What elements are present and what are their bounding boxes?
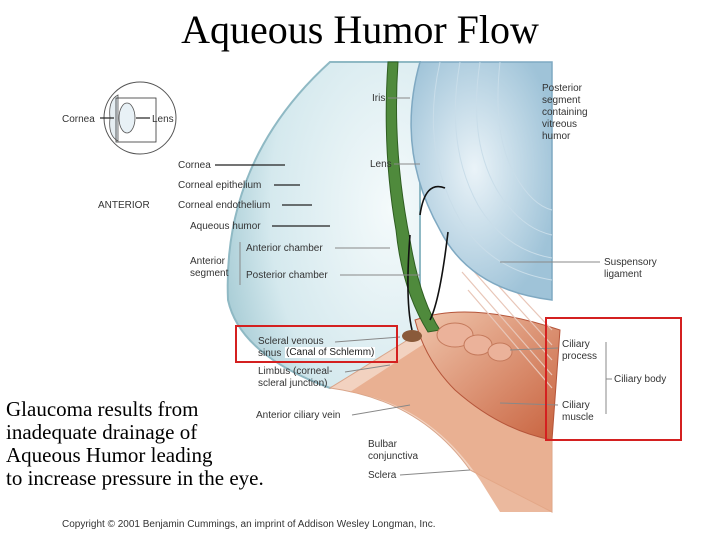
anterior-segment-label: Anterior segment — [190, 256, 229, 279]
limbus-label: Limbus (corneal- scleral junction) — [258, 366, 335, 389]
lens-label: Lens — [370, 159, 392, 170]
iris-label: Iris — [372, 93, 385, 104]
canal-of-schlemm-label: (Canal of Schlemm) — [285, 347, 376, 358]
ciliary-body-label: Ciliary body — [614, 374, 666, 385]
cornea-label: Cornea — [178, 160, 211, 171]
posterior-segment-label: Posterior segment containing vitreous hu… — [542, 83, 590, 142]
flow-arrow-2 — [429, 231, 449, 321]
note-line: Glaucoma results from — [6, 397, 199, 421]
cornea-shape — [226, 61, 421, 390]
note-line: inadequate drainage of — [6, 420, 198, 444]
bulbar-conjunctiva-label: Bulbar conjunctiva — [368, 439, 418, 462]
lens-rings — [432, 61, 553, 281]
ciliary-highlight-box — [545, 317, 682, 441]
note-line: Aqueous Humor leading — [6, 443, 213, 467]
corneal-endothelium-label: Corneal endothelium — [178, 200, 270, 211]
anterior-ciliary-vein-label: Anterior ciliary vein — [256, 410, 340, 421]
lens-shape — [410, 61, 553, 301]
glaucoma-note: Glaucoma results from inadequate drainag… — [6, 398, 326, 490]
ciliary-process-label: Ciliary process — [562, 339, 597, 362]
right-labels: Iris Lens Posterior segment containing v… — [368, 83, 666, 481]
suspensory-ligament-label: Suspensory ligament — [604, 257, 660, 280]
anterior-chamber-label: Anterior chamber — [246, 243, 323, 254]
aqueous-humor-label: Aqueous humor — [190, 221, 261, 232]
eye-cross-section — [226, 61, 561, 513]
iris-shape — [385, 61, 441, 333]
inset-anterior-label: ANTERIOR — [98, 200, 150, 211]
posterior-chamber-label: Posterior chamber — [246, 270, 328, 281]
copyright-notice: Copyright © 2001 Benjamin Cummings, an i… — [62, 519, 436, 530]
note-line: to increase pressure in the eye. — [6, 466, 264, 490]
inset-cornea-label: Cornea — [62, 114, 95, 125]
inset-lens-label: Lens — [152, 114, 174, 125]
flow-arrow-1 — [419, 185, 446, 216]
slide-title: Aqueous Humor Flow — [181, 7, 539, 52]
corneal-epithelium-label: Corneal epithelium — [178, 180, 261, 191]
flow-arrow-3 — [407, 234, 413, 331]
scleral-venous-sinus-label: Scleral venous sinus — [258, 336, 326, 359]
left-labels: Cornea Corneal epithelium Corneal endoth… — [178, 160, 420, 421]
sclera-label: Sclera — [368, 470, 397, 481]
ciliary-process-shape — [436, 322, 513, 362]
ciliary-muscle-label: Ciliary muscle — [562, 400, 594, 423]
schlemm-canal-shape — [402, 330, 422, 342]
schlemm-highlight-box — [235, 325, 398, 363]
inset-eye: Cornea Lens ANTERIOR — [62, 81, 177, 211]
